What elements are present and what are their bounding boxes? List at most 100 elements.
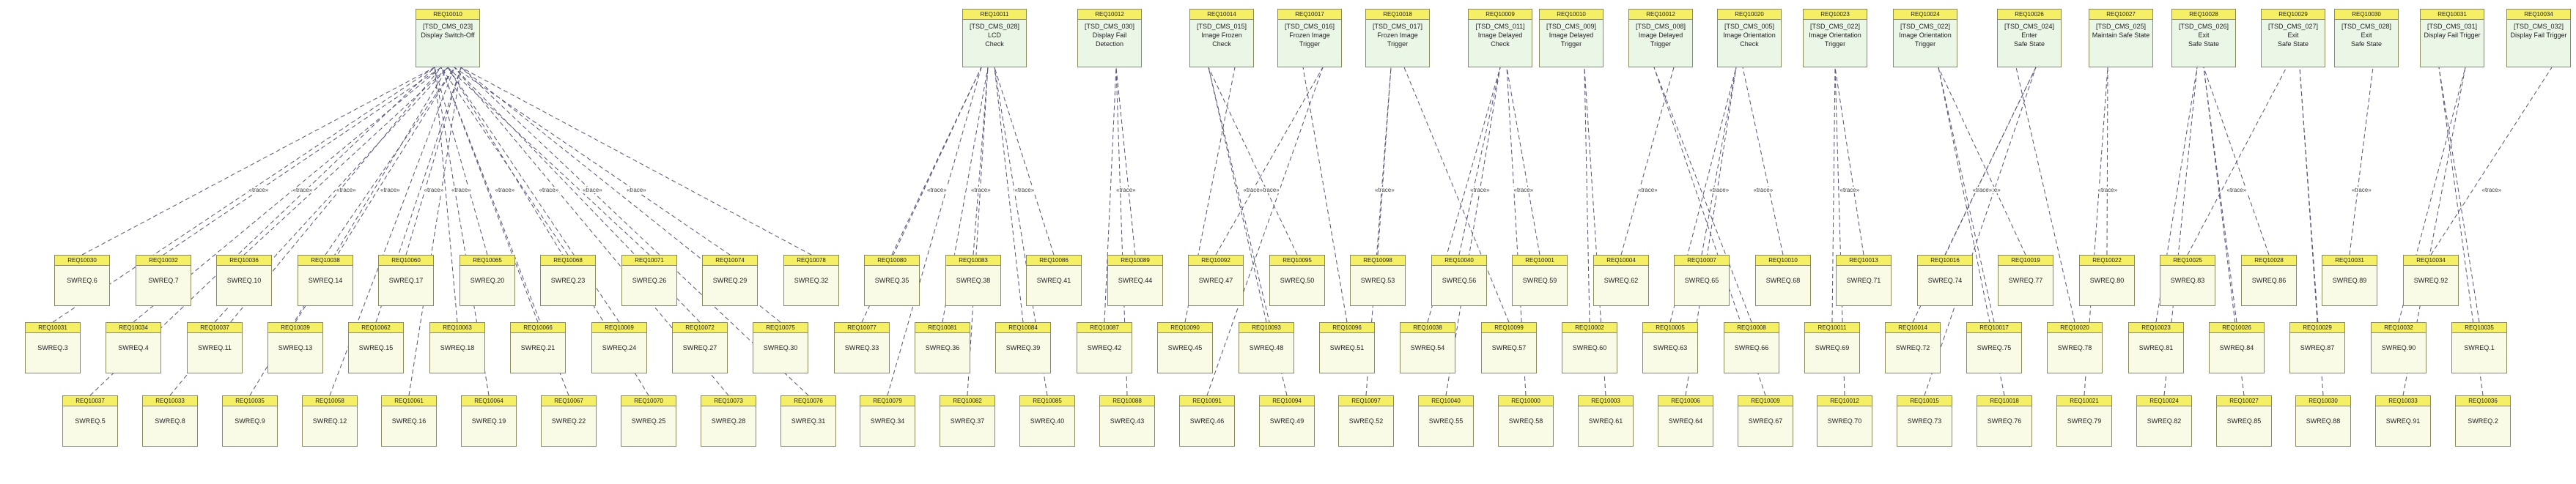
top-requirement[interactable]: REQ10010[TSD_CMS_009] Image Delayed Trig… [1539, 9, 1603, 67]
top-requirement[interactable]: REQ10023[TSD_CMS_022] Image Orientation … [1803, 9, 1867, 67]
top-requirement[interactable]: REQ10031[TSD_CMS_031] Display Fail Trigg… [2420, 9, 2484, 67]
top-requirement[interactable]: REQ10011[TSD_CMS_028] LCD Check [962, 9, 1027, 67]
top-requirement[interactable]: REQ10010[TSD_CMS_023] Display Switch-Off [416, 9, 480, 67]
top-requirement[interactable]: REQ10012[TSD_CMS_030] Display Fail Detec… [1077, 9, 1142, 67]
top-requirement[interactable]: REQ10034[TSD_CMS_032] Display Fail Trigg… [2506, 9, 2571, 67]
top-requirement[interactable]: REQ10027[TSD_CMS_025] Maintain Safe Stat… [2089, 9, 2153, 67]
top-requirement[interactable]: REQ10024[TSD_CMS_022] Image Orientation … [1893, 9, 1957, 67]
top-requirement[interactable]: REQ10028[TSD_CMS_026] Exit Safe State [2171, 9, 2236, 67]
top-requirement[interactable]: REQ10026[TSD_CMS_024] Enter Safe State [1997, 9, 2062, 67]
top-requirement[interactable]: REQ10014[TSD_CMS_015] Image Frozen Check [1189, 9, 1254, 67]
top-requirement[interactable]: REQ10018[TSD_CMS_017] Frozen Image Trigg… [1365, 9, 1430, 67]
top-requirement[interactable]: REQ10012[TSD_CMS_008] Image Delayed Trig… [1628, 9, 1693, 67]
top-requirement[interactable]: REQ10030[TSD_CMS_028] Exit Safe State [2334, 9, 2399, 67]
top-requirement[interactable]: REQ10020[TSD_CMS_005] Image Orientation … [1717, 9, 1782, 67]
top-requirement[interactable]: REQ10009[TSD_CMS_011] Image Delayed Chec… [1468, 9, 1532, 67]
